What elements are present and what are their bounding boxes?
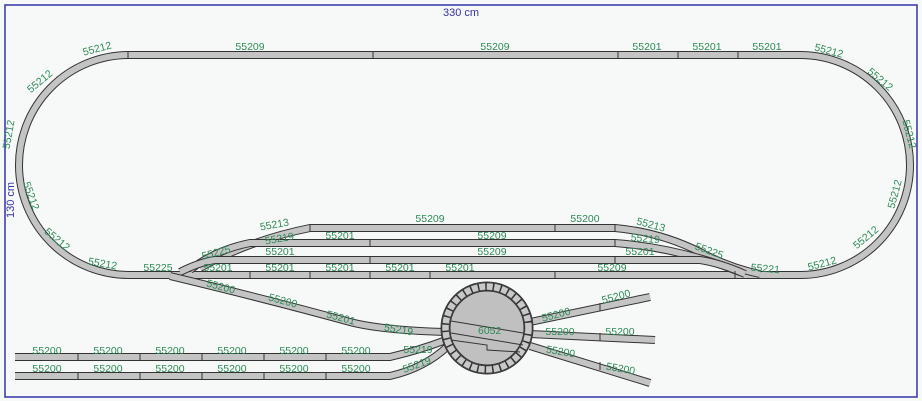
track-segment[interactable] xyxy=(169,273,446,335)
track-part-label: 55200 xyxy=(205,278,236,297)
turntable[interactable]: 6052 xyxy=(440,281,534,375)
track-part-label: 55212 xyxy=(87,256,118,273)
track-part-label: 55209 xyxy=(415,213,444,225)
layout-frame xyxy=(4,4,918,398)
track-part-label: 55200 xyxy=(155,345,184,357)
track-part-label: 55200 xyxy=(32,363,61,375)
track-part-label: 55219 xyxy=(264,231,295,248)
width-dimension: 330 cm xyxy=(443,7,479,19)
track-part-label: 55200 xyxy=(279,345,308,357)
track-part-label: 55219 xyxy=(383,322,414,339)
track-part-label: 55213 xyxy=(259,217,290,234)
track-part-label: 55201 xyxy=(752,41,781,53)
track-segment[interactable] xyxy=(529,343,651,386)
track-part-label: 55209 xyxy=(597,262,626,274)
track-part-label: 55201 xyxy=(325,309,356,328)
track-part-label: 55219 xyxy=(403,344,432,356)
track-part-label: 55200 xyxy=(93,363,122,375)
track-part-label: 55221 xyxy=(750,262,780,277)
track-part-label: 55201 xyxy=(632,41,661,53)
track-segment[interactable] xyxy=(15,343,451,379)
track-part-label: 55201 xyxy=(385,262,414,274)
track-part-label: 55201 xyxy=(325,262,354,274)
track-part-label: 55200 xyxy=(341,345,370,357)
track-part-label: 55201 xyxy=(265,246,294,258)
track-part-label: 55200 xyxy=(217,345,246,357)
track-part-label: 55200 xyxy=(155,363,184,375)
track-part-label: 55200 xyxy=(570,213,599,225)
track-part-label: 55209 xyxy=(235,41,264,53)
track-part-label: 55219 xyxy=(630,232,660,247)
track-part-label: 55201 xyxy=(265,262,294,274)
track-segment[interactable] xyxy=(16,52,913,279)
track-part-label: 55200 xyxy=(541,305,572,324)
track-part-label: 55200 xyxy=(32,345,61,357)
track-part-label: 55201 xyxy=(203,262,232,274)
track-part-label: 55200 xyxy=(545,344,576,361)
track-part-label: 55201 xyxy=(325,230,354,242)
track-part-label: 55219 xyxy=(401,354,433,375)
height-dimension: 130 cm xyxy=(5,182,17,218)
track-part-label: 55209 xyxy=(477,246,506,258)
track-segment[interactable] xyxy=(15,337,448,360)
track-part-label: 55200 xyxy=(341,363,370,375)
track-joints xyxy=(77,51,739,380)
track-part-label: 55201 xyxy=(692,41,721,53)
track-part-label: 55200 xyxy=(279,363,308,375)
track-part-label: 55200 xyxy=(217,363,246,375)
track-part-label: 55212 xyxy=(1,119,18,150)
track-segment[interactable] xyxy=(178,257,747,277)
height-dimension-bg xyxy=(6,175,15,225)
track-part-label: 55200 xyxy=(605,326,634,338)
track-part-label: 55200 xyxy=(93,345,122,357)
track-segment[interactable] xyxy=(529,294,651,325)
track-segment[interactable] xyxy=(529,331,656,343)
tracks xyxy=(15,51,914,387)
track-part-label: 55200 xyxy=(605,361,636,378)
track-part-label: 55200 xyxy=(545,326,574,338)
width-dimension-bg xyxy=(436,6,486,18)
track-part-label: 55209 xyxy=(480,41,509,53)
turntable-label: 6052 xyxy=(478,325,502,337)
track-part-label: 55225 xyxy=(143,262,172,274)
track-part-label: 55201 xyxy=(445,262,474,274)
track-part-label: 55201 xyxy=(625,246,654,258)
track-part-label: 55209 xyxy=(477,230,506,242)
